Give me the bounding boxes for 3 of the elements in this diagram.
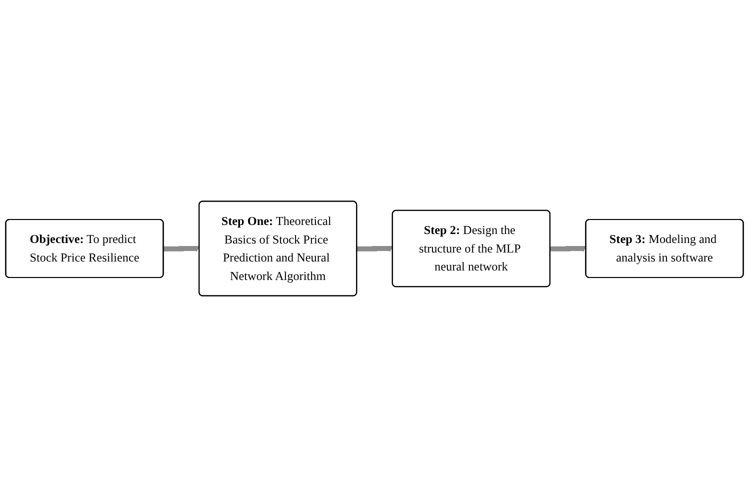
arrow: [164, 246, 200, 252]
arrow: [550, 246, 586, 252]
arrow: [356, 246, 394, 252]
